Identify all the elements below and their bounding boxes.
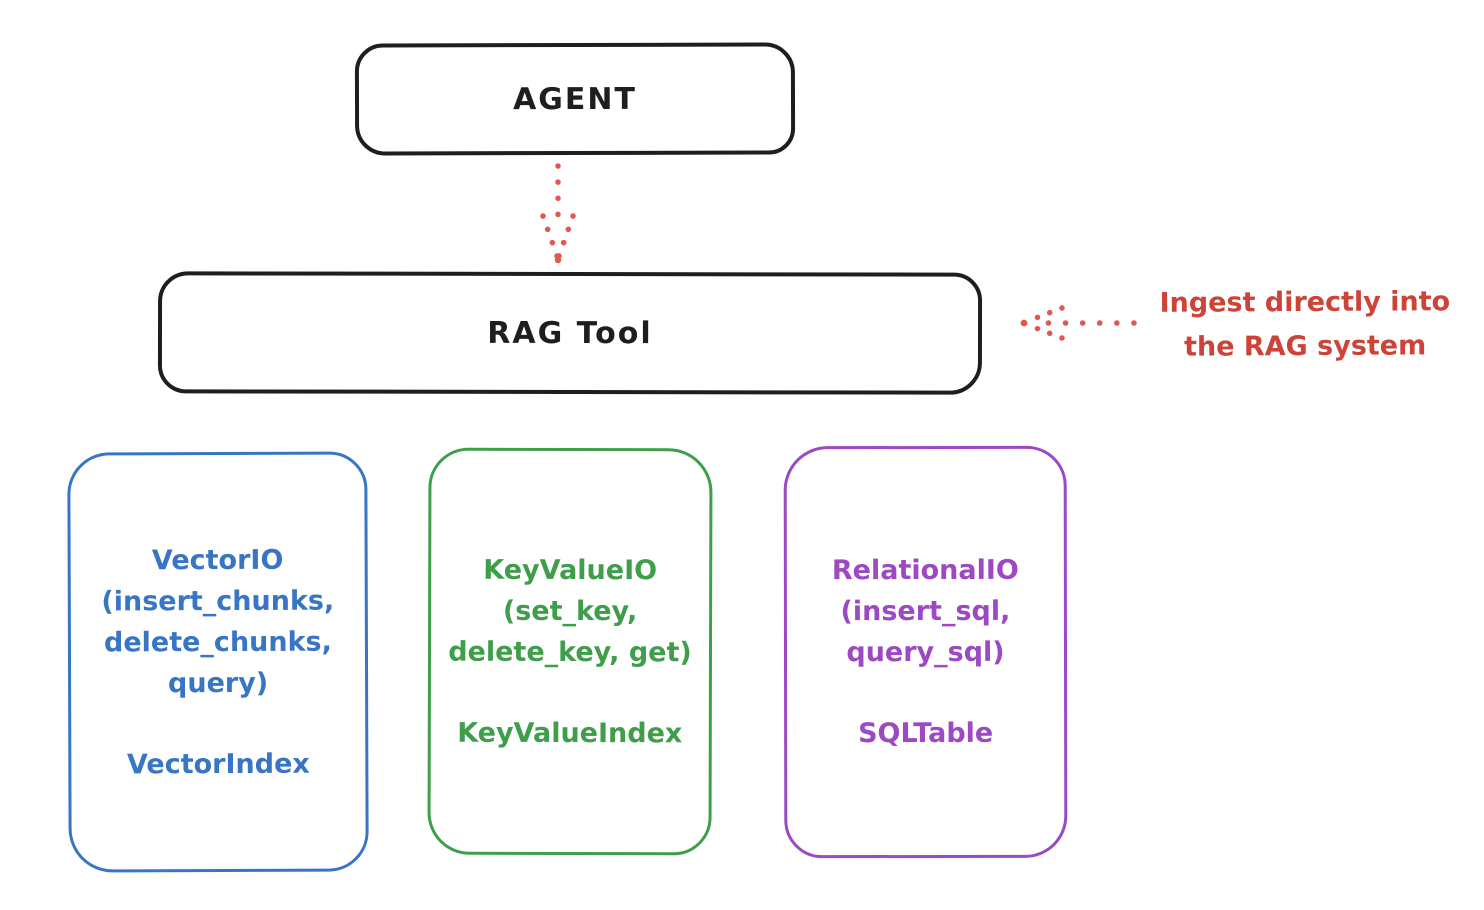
- ingest-arrow-icon: [1020, 305, 1137, 341]
- sql-table-label: SQLTable: [858, 717, 994, 750]
- vector-io-box: VectorIO (insert_chunks, delete_chunks, …: [67, 451, 369, 873]
- keyvalue-io-ops-line2: delete_key, get): [448, 636, 692, 668]
- keyvalue-index-label: KeyValueIndex: [457, 717, 683, 749]
- relational-io-ops-line1: (insert_sql,: [840, 595, 1011, 628]
- relational-io-name: RelationalIO: [831, 554, 1019, 587]
- vector-io-ops-line3: query): [167, 667, 269, 699]
- keyvalue-io-name: KeyValueIO: [483, 554, 658, 586]
- rag-tool-box: RAG Tool: [157, 271, 983, 395]
- agent-to-rag-tool-arrow-icon: [540, 163, 576, 264]
- vector-index-label: VectorIndex: [126, 748, 310, 780]
- ingest-annotation-line2: the RAG system: [1183, 330, 1427, 363]
- keyvalue-io-ops-line1: (set_key,: [502, 595, 638, 627]
- keyvalue-io-box: KeyValueIO (set_key, delete_key, get) Ke…: [427, 447, 713, 856]
- agent-label: AGENT: [513, 81, 637, 117]
- vector-io-ops-line2: delete_chunks,: [103, 626, 332, 658]
- rag-tool-label: RAG Tool: [487, 315, 653, 351]
- ingest-annotation: Ingest directly into the RAG system: [1140, 280, 1470, 370]
- relational-io-ops-line2: query_sql): [846, 636, 1005, 669]
- ingest-annotation-line1: Ingest directly into: [1159, 286, 1451, 319]
- relational-io-box: RelationalIO (insert_sql, query_sql) SQL…: [783, 445, 1068, 859]
- vector-io-name: VectorIO: [151, 544, 284, 576]
- vector-io-ops-line1: (insert_chunks,: [101, 585, 335, 617]
- agent-box: AGENT: [354, 42, 796, 156]
